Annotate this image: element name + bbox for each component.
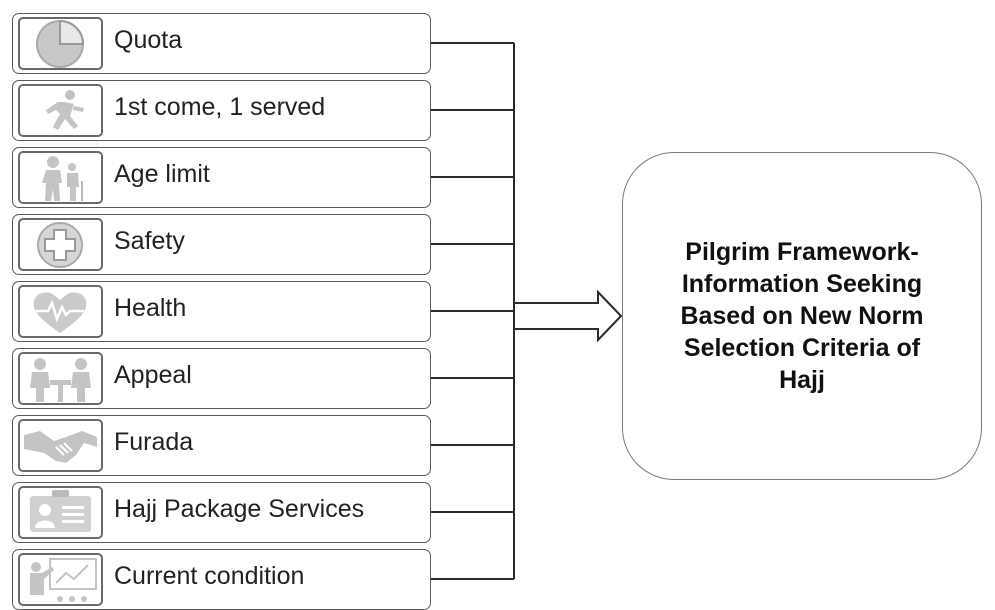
pie-chart-icon [18,17,103,70]
criterion-label: Current condition [114,562,305,590]
running-person-icon [18,84,103,137]
medical-cross-icon [18,218,103,271]
presentation-icon [18,553,103,606]
criterion-first-come: 1st come, 1 served [12,80,431,141]
criterion-safety: Safety [12,214,431,275]
criterion-appeal: Appeal [12,348,431,409]
criterion-furada: Furada [12,415,431,476]
criterion-label: 1st come, 1 served [114,93,326,121]
framework-title-line: Selection Criteria of [683,334,921,362]
framework-title-line: Hajj [779,366,825,394]
criterion-label: Age limit [114,160,210,188]
framework-title-line: Based on New Norm [680,302,924,330]
criterion-label: Quota [114,26,183,54]
criterion-label: Appeal [114,361,192,389]
criterion-age-limit: Age limit [12,147,431,208]
id-card-icon [18,486,103,539]
handshake-icon [18,419,103,472]
framework-box: Pilgrim Framework- Information Seeking B… [622,152,982,480]
framework-title: Pilgrim Framework- Information Seeking B… [642,236,962,396]
criterion-label: Hajj Package Services [114,495,365,523]
block-arrow [513,289,623,343]
criterion-hajj-package: Hajj Package Services [12,482,431,543]
framework-title-line: Pilgrim Framework- [685,238,919,266]
framework-title-line: Information Seeking [681,270,923,298]
criterion-label: Health [114,294,187,322]
criterion-quota: Quota [12,13,431,74]
elderly-person-icon [18,151,103,204]
criterion-label: Safety [114,227,185,255]
criterion-current-condition: Current condition [12,549,431,610]
heart-pulse-icon [18,285,103,338]
criterion-health: Health [12,281,431,342]
meeting-icon [18,352,103,405]
criterion-label: Furada [114,428,194,456]
